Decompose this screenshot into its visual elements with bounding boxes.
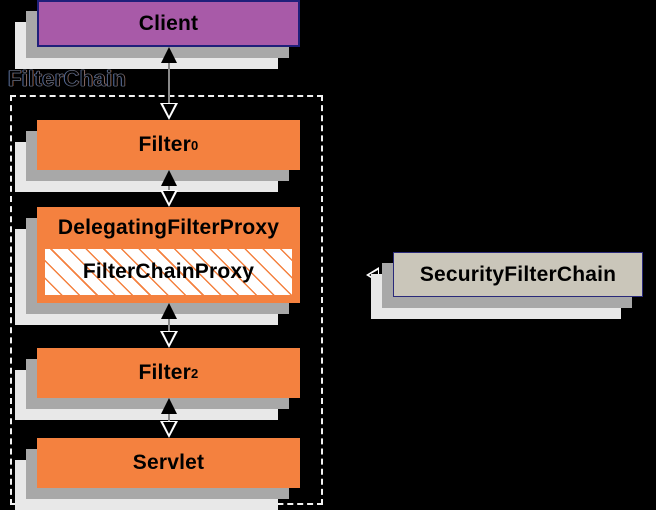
node-security-filter-chain[interactable]: SecurityFilterChain <box>371 252 643 319</box>
delegating-filter-proxy-label: DelegatingFilterProxy <box>57 216 280 239</box>
node-servlet[interactable]: Servlet <box>15 438 300 510</box>
arrowhead-up-filled <box>161 398 177 414</box>
filter-2-label-text: Filter <box>138 361 192 384</box>
connector-filter2-to-servlet <box>153 398 185 438</box>
connector-client-to-filter0 <box>153 47 185 120</box>
connector-delegating-filter-proxy-to-filter2 <box>153 303 185 348</box>
filter-chain-proxy-label: FilterChainProxy <box>82 260 255 283</box>
arrowhead-down-hollow <box>160 103 178 120</box>
arrowhead-down-hollow <box>160 190 178 207</box>
connector-stem <box>168 311 170 331</box>
node-delegating-filter-proxy[interactable]: DelegatingFilterProxy FilterChainProxy <box>15 207 300 325</box>
connector-stem <box>168 57 170 103</box>
security-filter-chain-label: SecurityFilterChain <box>393 252 643 297</box>
arrowhead-down-hollow <box>160 331 178 348</box>
arrowhead-up-filled <box>161 47 177 63</box>
filter-chain-label: FilterChain <box>8 66 127 92</box>
node-client[interactable]: Client <box>15 0 300 69</box>
servlet-label: Servlet <box>37 438 300 488</box>
delegating-filter-proxy-body: DelegatingFilterProxy FilterChainProxy <box>37 207 300 303</box>
arrowhead-down-hollow <box>160 421 178 438</box>
node-filter-chain-proxy[interactable]: FilterChainProxy <box>44 248 293 296</box>
arrowhead-up-filled <box>161 303 177 319</box>
arrowhead-up-filled <box>161 170 177 186</box>
filter-0-subscript: 0 <box>191 137 199 153</box>
filter-2-subscript: 2 <box>191 365 199 381</box>
filter-0-label-text: Filter <box>138 133 192 156</box>
connector-filter0-to-delegating-filter-proxy <box>153 170 185 207</box>
client-label: Client <box>37 0 300 47</box>
